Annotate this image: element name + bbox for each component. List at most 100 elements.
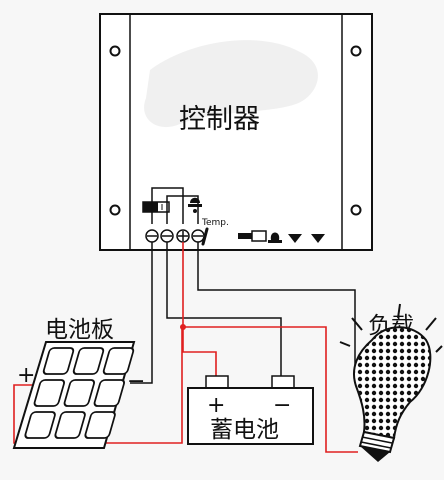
battery-plus-sign: + (207, 393, 225, 418)
lamp-dot (413, 362, 419, 368)
lamp-dot (364, 355, 370, 361)
lamp-dot (357, 418, 363, 424)
battery (187, 375, 314, 445)
lamp-dot (427, 355, 431, 361)
lamp-dot (371, 362, 377, 368)
lamp-dot (385, 383, 391, 389)
lamp-dot (435, 370, 439, 374)
lamp-dot (406, 369, 412, 375)
battery-label: 蓄电池 (210, 417, 279, 443)
lamp-dot (364, 404, 370, 410)
bulb-icon (268, 232, 282, 243)
lamp-dot (364, 348, 370, 354)
lamp-dot (435, 412, 439, 416)
lamp-dot (378, 362, 384, 368)
lamp-dot (353, 418, 356, 424)
lamp-dot (420, 355, 426, 361)
lamp-dot (420, 362, 426, 368)
lamp-dot (371, 369, 377, 375)
lamp-dot (427, 418, 431, 424)
lamp-dot (413, 348, 419, 354)
lamp-dot (435, 356, 439, 360)
lamp-dot (420, 411, 426, 417)
temp-label: Temp. (201, 218, 229, 228)
lamp-dot (427, 404, 431, 410)
lamp-dot (399, 362, 405, 368)
lamp-dot (364, 418, 370, 424)
lamp-dot (357, 411, 363, 417)
lamp-dot (357, 432, 363, 438)
solar-panel (12, 341, 136, 449)
lamp-dot (357, 383, 363, 389)
lamp-icon (288, 234, 325, 243)
lamp-dot (371, 341, 377, 347)
lamp-dot (413, 404, 419, 410)
lamp-dot (420, 425, 426, 431)
lamp-dot (435, 433, 439, 437)
lamp-dot (353, 411, 356, 417)
lamp-dot (385, 348, 391, 354)
lamp-dot (435, 391, 439, 395)
lamp-dot (392, 404, 398, 410)
lamp-dot (399, 404, 405, 410)
lamp-dot (385, 341, 391, 347)
lamp-dot (420, 327, 426, 333)
lamp-dot (435, 335, 439, 339)
lamp-dot (406, 334, 412, 340)
lamp-dot (399, 432, 405, 438)
negative-wires (130, 242, 356, 384)
solar-plus-sign: + (17, 363, 35, 388)
lamp-dot (413, 418, 419, 424)
lamp-dot (371, 425, 377, 431)
lamp-dot (399, 376, 405, 382)
battery-icon (238, 230, 267, 242)
lamp-dot (378, 369, 384, 375)
lamp-dot (378, 418, 384, 424)
lamp-dot (385, 362, 391, 368)
lamp-dot (413, 425, 419, 431)
lamp-dot (406, 390, 412, 396)
lamp-dot (385, 411, 391, 417)
lamp-dot (427, 390, 431, 396)
lamp-dot (385, 334, 391, 340)
lamp-dot (399, 425, 405, 431)
lamp-dot (420, 369, 426, 375)
lamp-dot (420, 397, 426, 403)
lamp-dot (392, 362, 398, 368)
lamp-dot (378, 355, 384, 361)
lamp-dot (435, 377, 439, 381)
lamp-dot (378, 334, 384, 340)
lamp-dot (392, 348, 398, 354)
lamp-dot (378, 411, 384, 417)
lamp-dot (435, 426, 439, 430)
lamp-dot (364, 425, 370, 431)
lamp-dot (406, 432, 412, 438)
watermark-shape (144, 40, 318, 128)
lamp-dot (420, 341, 426, 347)
battery-minus-sign: − (273, 393, 291, 418)
lamp-dot (413, 355, 419, 361)
lamp-dot (371, 418, 377, 424)
wire-junctions (180, 324, 186, 330)
lamp-dot (399, 348, 405, 354)
lamp-dot (353, 432, 356, 438)
lamp-dot (364, 369, 370, 375)
lamp-dot (371, 397, 377, 403)
lamp-dot (420, 376, 426, 382)
lamp-dot (399, 369, 405, 375)
lamp-dot (399, 390, 405, 396)
lamp-dot (427, 376, 431, 382)
lamp-dot (364, 383, 370, 389)
lamp-dot (357, 362, 363, 368)
lamp-dot (406, 418, 412, 424)
lamp-dot (357, 341, 363, 347)
lamp-dot (357, 425, 363, 431)
lamp-dot (371, 390, 377, 396)
lamp-dot (435, 342, 439, 346)
lamp-dot (371, 411, 377, 417)
screw-icon (109, 45, 362, 216)
solar-module-icon (142, 201, 170, 213)
lamp-dot (364, 411, 370, 417)
